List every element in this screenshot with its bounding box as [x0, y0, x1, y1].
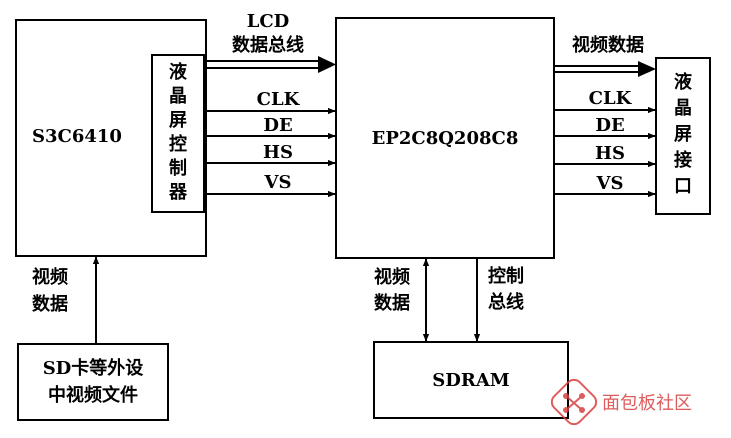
fpga-block [335, 17, 555, 259]
sd-card-label-line2: 中视频文件 [48, 384, 138, 406]
left-signal-label: CLK [257, 89, 301, 110]
lcd-controller-char: 晶 [169, 86, 187, 107]
sd-video-label-line1: 视频 [32, 266, 68, 288]
left-signal-label: HS [263, 142, 293, 163]
lcd-controller-block [151, 54, 205, 213]
lcd-bus-label-line2: 数据总线 [232, 34, 304, 56]
right-signal-label: CLK [589, 88, 633, 109]
lcd-interface-char: 晶 [674, 98, 692, 119]
sd-video-label-line2: 数据 [32, 293, 68, 315]
left-signal-label: DE [263, 115, 292, 136]
lcd-interface-label: 液 晶 屏 接 口 [674, 71, 693, 197]
sdram-label: SDRAM [432, 370, 510, 391]
sdram-video-label-line2: 数据 [374, 292, 410, 314]
sdram-video-label-line1: 视频 [374, 266, 410, 288]
lcd-interface-char: 口 [674, 176, 692, 197]
right-signal-group: CLK DE HS VS [554, 88, 656, 198]
fpga-label: EP2C8Q208C8 [372, 128, 519, 149]
cpu-label: S3C6410 [32, 126, 122, 147]
sdram-block [373, 341, 569, 419]
watermark-text: 面包板社区 [602, 393, 692, 414]
watermark-logo [550, 378, 598, 426]
sd-card-label-line1: SD卡等外设 [43, 357, 144, 379]
lcd-interface-char: 液 [674, 71, 693, 93]
video-output-label: 视频数据 [572, 34, 644, 56]
lcd-controller-char: 液 [169, 61, 188, 83]
lcd-data-bus-arrow [206, 56, 336, 73]
lcd-controller-char: 器 [168, 182, 188, 203]
video-output-arrow [554, 61, 656, 77]
right-signal-label: VS [596, 173, 624, 194]
right-signal-label: DE [595, 115, 624, 136]
sd-card-block [17, 343, 169, 421]
lcd-controller-label: 液 晶 屏 控 制 器 [168, 61, 188, 203]
control-bus-label-line2: 总线 [488, 291, 524, 313]
lcd-bus-label-line1: LCD [247, 11, 290, 32]
lcd-controller-char: 控 [169, 133, 187, 155]
control-bus-label-line1: 控制 [488, 265, 524, 287]
lcd-interface-char: 接 [674, 149, 692, 171]
left-signal-group: CLK DE HS VS [206, 89, 336, 198]
watermark: 面包板社区 [550, 378, 692, 426]
lcd-controller-char: 屏 [169, 110, 187, 131]
lcd-controller-char: 制 [169, 158, 187, 179]
lcd-interface-char: 屏 [674, 124, 692, 145]
right-signal-label: HS [595, 143, 625, 164]
left-signal-label: VS [264, 172, 292, 193]
lcd-interface-block [655, 57, 711, 215]
